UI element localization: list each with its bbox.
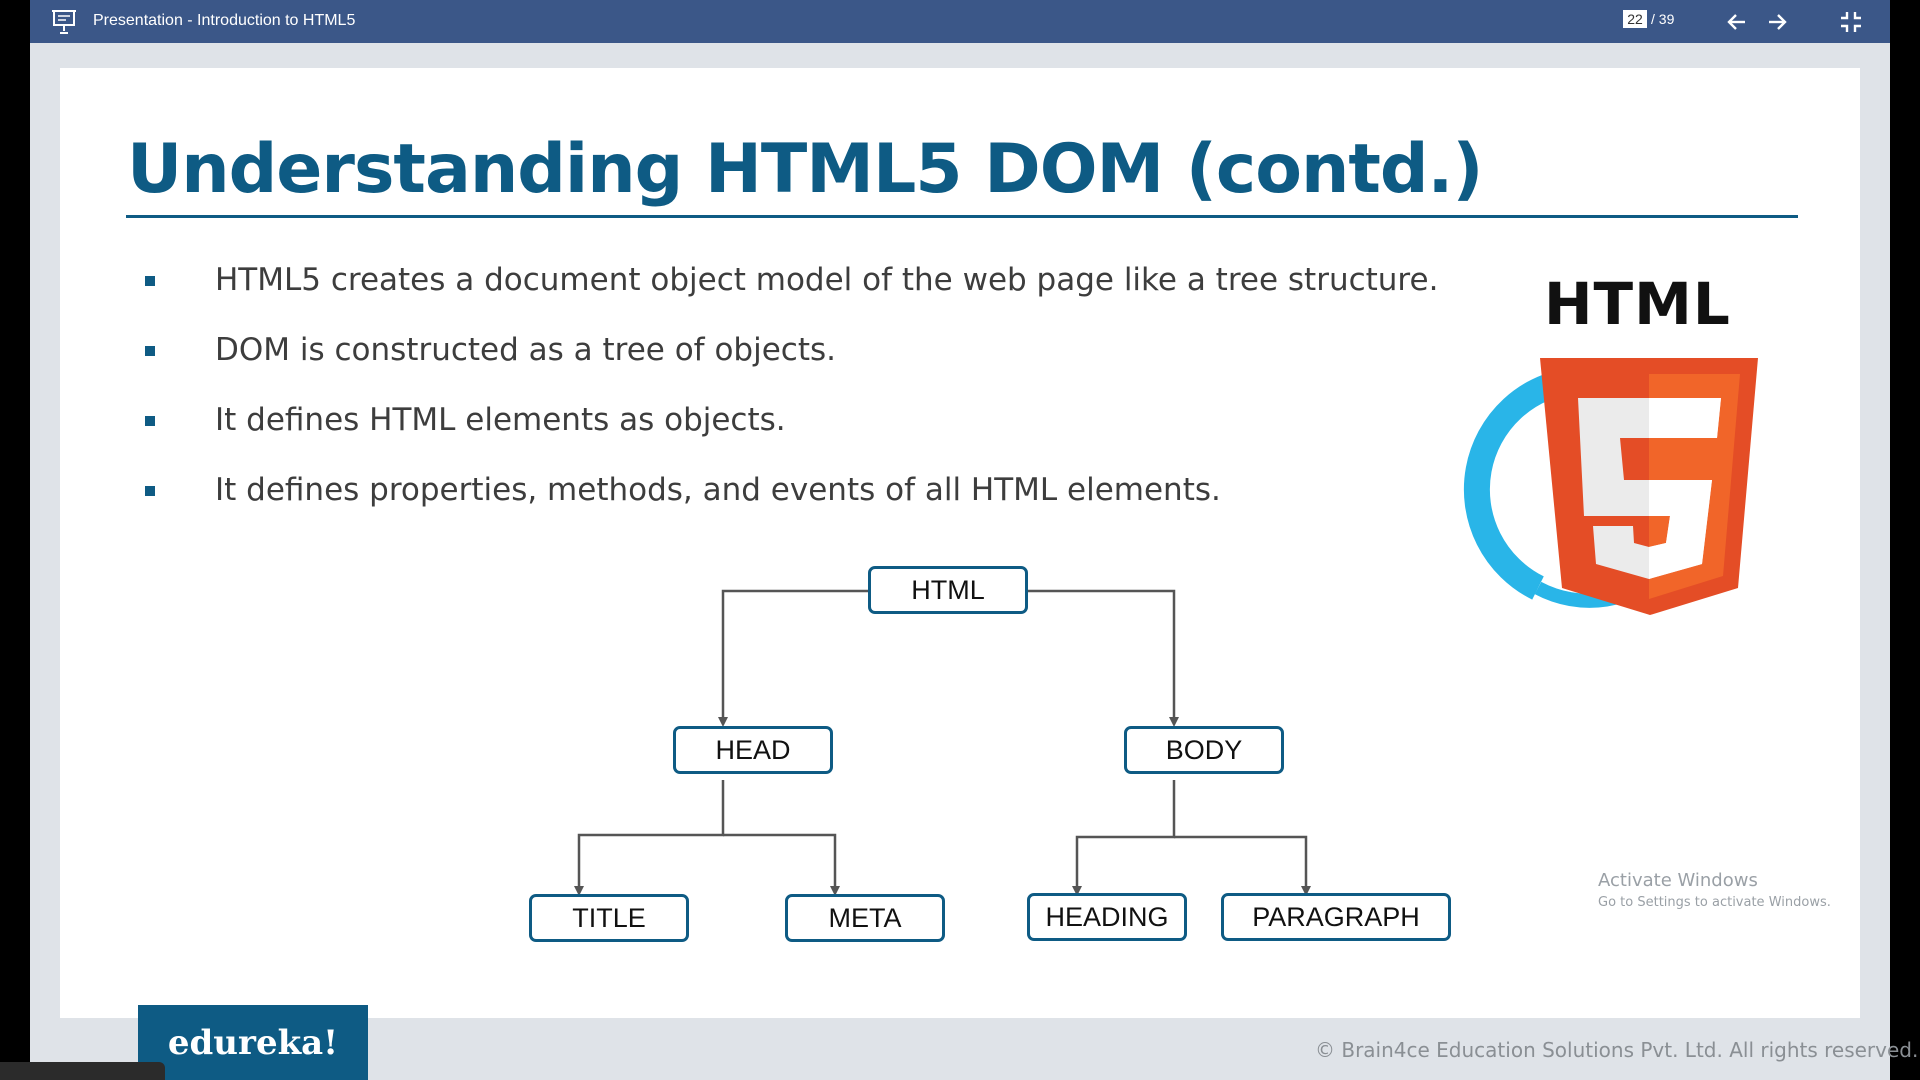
current-page-input[interactable]: 22 — [1623, 10, 1647, 28]
bullet-list: HTML5 creates a document object model of… — [145, 258, 1438, 538]
watermark-title: Activate Windows — [1598, 870, 1758, 891]
node-head: HEAD — [673, 726, 833, 774]
document-title: Presentation - Introduction to HTML5 — [93, 12, 356, 29]
watermark-subtitle: Go to Settings to activate Windows. — [1598, 895, 1831, 910]
previous-slide-button[interactable] — [1724, 9, 1750, 35]
taskbar-fragment — [0, 1062, 165, 1080]
edureka-logo: edureka! — [138, 1005, 368, 1080]
bullet-square-icon — [145, 416, 155, 426]
bullet-square-icon — [145, 346, 155, 356]
presentation-icon — [52, 9, 76, 35]
node-body: BODY — [1124, 726, 1284, 774]
bullet-item: It defines HTML elements as objects. — [145, 398, 1438, 468]
node-heading: HEADING — [1027, 893, 1187, 941]
node-paragraph: PARAGRAPH — [1221, 893, 1451, 941]
viewer-toolbar: Presentation - Introduction to HTML5 22 … — [30, 0, 1890, 43]
presentation-viewer: Presentation - Introduction to HTML5 22 … — [30, 0, 1918, 1080]
dom-tree-diagram: HTML HEAD BODY TITLE META HEADING PARAGR… — [60, 68, 1860, 1018]
logo-text: HTML — [1544, 270, 1731, 338]
tree-connectors — [574, 589, 1311, 896]
slide-canvas: Understanding HTML5 DOM (contd.) HTML5 c… — [60, 68, 1860, 1018]
slide-title: Understanding HTML5 DOM (contd.) — [127, 130, 1483, 209]
arrow-right-icon — [1769, 14, 1787, 30]
exit-fullscreen-button[interactable] — [1838, 9, 1864, 35]
node-html: HTML — [868, 566, 1028, 614]
next-slide-button[interactable] — [1764, 9, 1790, 35]
html5-shield-icon — [1463, 358, 1758, 615]
bullet-item: DOM is constructed as a tree of objects. — [145, 328, 1438, 398]
page-indicator: 22 / 39 — [1623, 10, 1674, 28]
html5-logo: HTML — [1463, 268, 1778, 615]
title-divider — [126, 215, 1798, 218]
node-title: TITLE — [529, 894, 689, 942]
bullet-item: It defines properties, methods, and even… — [145, 468, 1438, 538]
node-meta: META — [785, 894, 945, 942]
exit-fullscreen-icon — [1841, 12, 1861, 32]
copyright-text: © Brain4ce Education Solutions Pvt. Ltd.… — [1315, 1038, 1919, 1062]
bullet-square-icon — [145, 276, 155, 286]
activate-windows-watermark: Activate Windows Go to Settings to activ… — [1598, 870, 1831, 910]
bullet-item: HTML5 creates a document object model of… — [145, 258, 1438, 328]
total-pages: / 39 — [1651, 11, 1675, 27]
arrow-left-icon — [1727, 14, 1745, 30]
bullet-square-icon — [145, 486, 155, 496]
